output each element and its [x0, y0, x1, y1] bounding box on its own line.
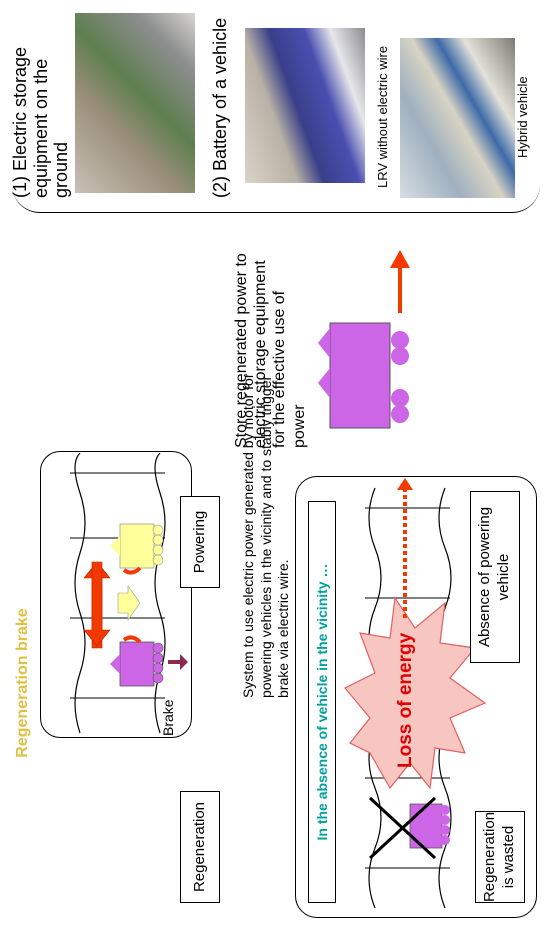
- ground-storage-photo: [75, 13, 195, 193]
- curved-arrow-left: [122, 635, 142, 644]
- absence-title-box: In the absence of vehicle in the vicinit…: [308, 501, 336, 903]
- regeneration-box: Regeneration: [180, 791, 220, 903]
- option2-label: (2) Battery of a vehicle: [210, 17, 230, 198]
- curved-arrow-right: [122, 566, 142, 575]
- absence-title: In the absence of vehicle in the vicinit…: [314, 563, 330, 841]
- arrow-head-icon: [397, 478, 413, 490]
- lrv-caption: LRV without electric wire: [375, 45, 390, 188]
- burst-icon: [344, 596, 487, 790]
- absence-diagram: [344, 478, 487, 909]
- overhead-wire: [74, 453, 86, 734]
- regeneration-diagram: [70, 453, 188, 734]
- brake-label: Brake: [160, 699, 176, 736]
- storage-flow: [318, 250, 410, 429]
- absence-box: Absence of powering vehicle: [470, 491, 520, 663]
- hybrid-photo: [400, 38, 515, 198]
- hybrid-caption: Hybrid vehicle: [515, 76, 530, 158]
- regeneration-brake-title: Regeneration brake: [14, 608, 31, 758]
- option1-label: (1) Electric storage equipment on the gr…: [10, 46, 72, 198]
- powering-box: Powering: [180, 496, 220, 588]
- wasted-box: Regeneration is wasted: [475, 811, 525, 903]
- power-supply-arrow: [117, 585, 141, 621]
- regeneration-car-icon: [110, 641, 164, 687]
- brake-arrow: [168, 654, 188, 670]
- train-car-icon: [318, 322, 409, 429]
- lrv-photo: [245, 28, 365, 183]
- power-flow-arrow-down: [83, 561, 111, 647]
- storage-note: Store regenerated power to electric stor…: [233, 253, 308, 448]
- arrow-head-icon: [390, 250, 410, 268]
- loss-of-energy-label: Loss of energy: [395, 632, 416, 768]
- cross-mark-icon: [368, 796, 437, 860]
- rail-track: [154, 453, 166, 734]
- powering-car-icon: [110, 523, 164, 569]
